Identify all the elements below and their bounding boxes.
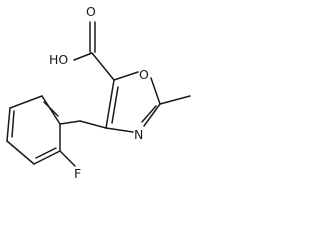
carboxyl-to-ring-bond (91, 52, 115, 81)
ring-bond-n3-c4 (105, 127, 134, 133)
molecule-structure: O HO O N F (6, 4, 191, 181)
ring-nitrogen-label: N (134, 127, 143, 142)
fluorine-label: F (74, 166, 81, 181)
ring-to-phenyl-bond (79, 120, 107, 129)
ring-bond-c2-n3-second-line (141, 105, 157, 123)
phenyl-bond-4-second-line (11, 110, 15, 138)
fluorine-bond (59, 150, 76, 167)
ring-bond-c5-o1 (113, 71, 139, 81)
ring-bond-o1-c2 (150, 77, 161, 105)
ring-bond-c4-c5 (105, 79, 115, 129)
ring-bond-c4-c5-second-line (111, 86, 119, 124)
phenyl-bond-6 (33, 150, 61, 165)
methyl-bond (159, 95, 191, 105)
phenyl-bond-5 (6, 140, 35, 165)
hydroxyl-label: HO (49, 52, 68, 67)
carbonyl-oxygen-label: O (86, 4, 96, 19)
ring-oxygen-label: O (139, 67, 149, 82)
phenyl-bond-3 (9, 95, 43, 109)
phenyl-bond-4 (6, 107, 11, 142)
hydroxyl-bond (73, 52, 93, 61)
phenyl-bond-1 (59, 120, 81, 125)
phenyl-bond-6-second-line (35, 147, 57, 159)
ring-bond-c2-n3 (143, 103, 161, 127)
phenyl-bond-2-second-line (43, 101, 59, 117)
